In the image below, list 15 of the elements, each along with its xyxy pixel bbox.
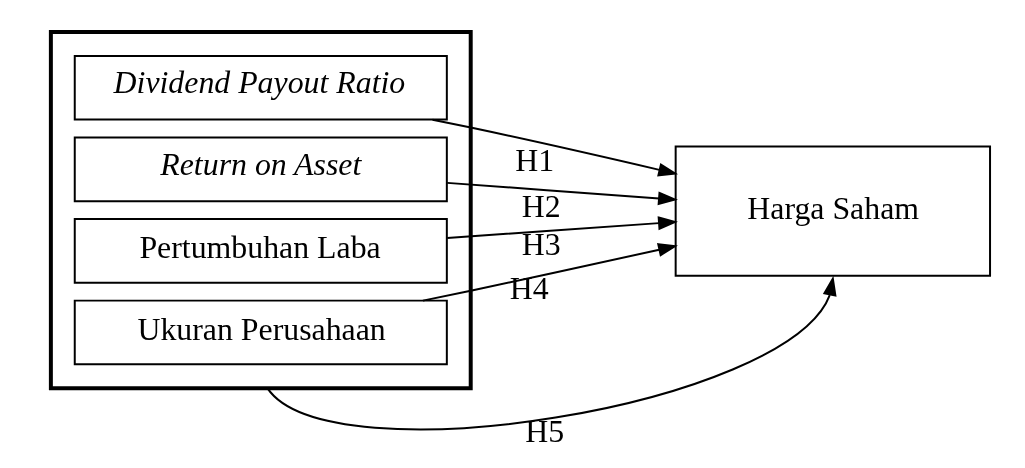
edge-label: H4 bbox=[509, 271, 549, 307]
edge-label: H1 bbox=[515, 143, 555, 179]
node-box: Harga Saham bbox=[674, 145, 992, 277]
arrow bbox=[266, 275, 837, 431]
edge-label: H3 bbox=[521, 227, 561, 263]
arrow bbox=[446, 181, 678, 206]
node-box: Ukuran Perusahaan bbox=[73, 299, 448, 366]
node-box: Return on Asset bbox=[73, 136, 448, 203]
edge-label: H2 bbox=[521, 188, 561, 224]
node-box: Dividend Payout Ratio bbox=[73, 54, 448, 121]
arrow bbox=[446, 216, 678, 239]
arrow bbox=[431, 118, 679, 177]
cluster bbox=[48, 30, 473, 391]
node-box: Pertumbuhan Laba bbox=[73, 218, 448, 284]
edge-label: H5 bbox=[525, 413, 565, 449]
